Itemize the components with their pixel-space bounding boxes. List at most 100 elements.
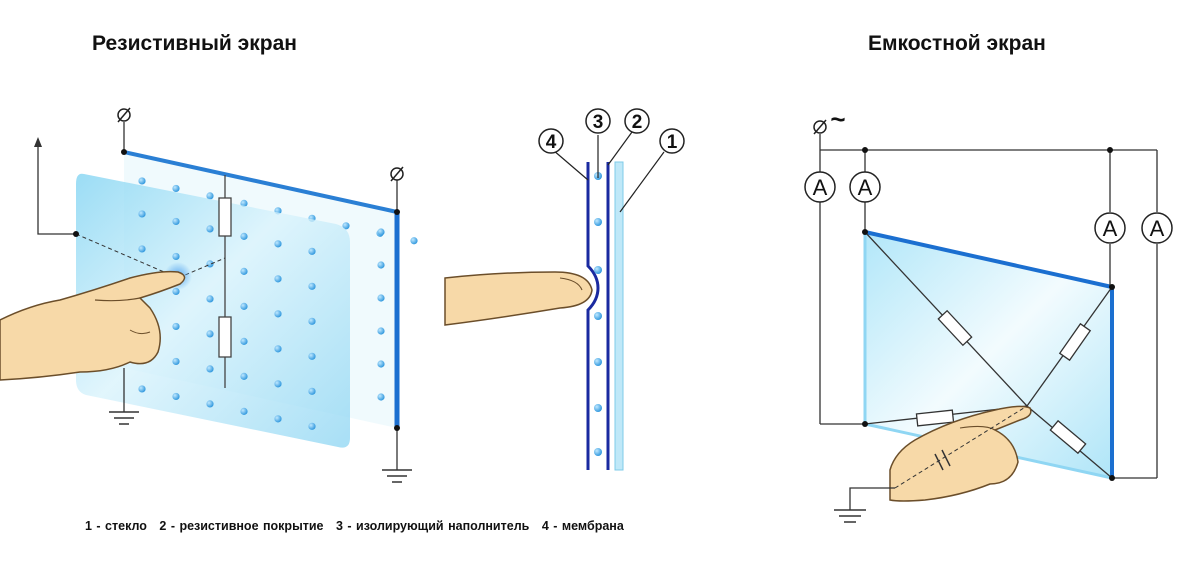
spacer-dot [274, 240, 282, 248]
ac-symbol: ~ [830, 104, 845, 134]
capacitive-screen-title: Емкостной экран [868, 32, 1046, 55]
leader-line-4 [552, 149, 589, 181]
spacer-dot [410, 237, 418, 245]
ammeter-3: A [1094, 212, 1126, 244]
front-panel [76, 173, 350, 448]
spacer-dot [206, 330, 214, 338]
hand-knuckle-line [129, 329, 151, 335]
glass-layer [614, 161, 624, 471]
finger-icon [444, 271, 593, 326]
spacer-dot [172, 252, 180, 261]
layer-number-4: 4 [538, 128, 564, 154]
filler-dots [594, 172, 602, 456]
junction-dot [862, 147, 868, 153]
hand-dashed-line [894, 405, 1028, 489]
svg-text:A: A [858, 175, 873, 200]
panel-top-edge [864, 230, 1113, 289]
layer-legend: 1 - стекло 2 - резистивное покрытие 3 - … [85, 519, 632, 533]
layer-number-2: 2 [624, 108, 650, 134]
spacer-dot [240, 267, 248, 275]
output-wire [37, 142, 76, 235]
spacer-dot [240, 232, 248, 240]
spacer-dot [308, 422, 316, 430]
spacer-dot [172, 322, 180, 331]
spacer-dot [594, 218, 602, 226]
legend-item-insulating-filler: 3 - изолирующий наполнитель [335, 519, 530, 533]
spacer-dot [240, 372, 248, 380]
svg-text:A: A [813, 175, 828, 200]
svg-text:1: 1 [667, 132, 678, 153]
svg-text:2: 2 [632, 112, 643, 133]
ground-icon [834, 509, 866, 523]
capacitor-icon [934, 449, 951, 471]
spacer-dot [206, 295, 214, 303]
junction-dot [1107, 147, 1113, 153]
spacer-dot [240, 199, 248, 207]
spacer-dot [240, 407, 248, 415]
spacer-dot [594, 266, 602, 274]
spacer-dot [342, 222, 350, 230]
spacer-dot [172, 217, 180, 226]
spacer-dot [172, 184, 180, 193]
ground-icon [382, 469, 412, 483]
spacer-dot [274, 415, 282, 423]
spacer-dot [594, 312, 602, 320]
resistive-screen-title: Резистивный экран [92, 32, 297, 55]
leader-line-2 [607, 131, 633, 166]
spacer-dot [274, 345, 282, 353]
fingernail-line [559, 277, 583, 291]
spacer-dot [240, 337, 248, 345]
resistor-bottom [218, 316, 232, 358]
spacer-dot [138, 177, 146, 185]
spacer-dot [206, 225, 214, 233]
spacer-dot [377, 360, 385, 368]
resistive-screen-diagram [0, 107, 418, 483]
spacer-dot [138, 245, 146, 253]
resistor-icon [1049, 419, 1087, 455]
junction-dot [862, 421, 868, 427]
spacer-dot [377, 261, 385, 269]
spacer-dot [377, 228, 385, 236]
terminal-slash [117, 107, 131, 123]
spacer-dot [594, 358, 602, 366]
spacer-dot [274, 275, 282, 283]
junction-dot [121, 149, 127, 155]
layer-number-3: 3 [585, 108, 611, 134]
spacer-dot [206, 365, 214, 373]
spacer-dots-back [138, 177, 418, 401]
spacer-dot [274, 380, 282, 388]
spacer-dot [594, 404, 602, 412]
svg-text:3: 3 [593, 112, 604, 133]
ground-icon [109, 411, 139, 425]
junction-dot [862, 229, 868, 235]
spacer-dot [172, 357, 180, 366]
ammeter-2: A [849, 171, 881, 203]
legend-item-membrane: 4 - мембрана [541, 519, 624, 533]
legend-item-glass: 1 - стекло [85, 519, 147, 533]
output-arrow-icon [34, 137, 42, 147]
legend-item-resistive-coating: 2 - резистивное покрытие [159, 519, 324, 533]
spacer-dot [594, 448, 602, 456]
capacitive-screen-diagram: ~ A A A A [804, 104, 1173, 523]
svg-text:A: A [1150, 216, 1165, 241]
spacer-dot [377, 393, 385, 401]
spacer-dot [308, 282, 316, 290]
terminal-slash [813, 119, 827, 135]
spacer-dot [138, 210, 146, 218]
ammeter-4: A [1141, 212, 1173, 244]
spacer-dot [308, 317, 316, 325]
hand-finger-line [94, 297, 141, 302]
spacer-dot [274, 310, 282, 318]
junction-dot [73, 231, 79, 237]
leader-line-1 [619, 151, 665, 213]
layer-number-1: 1 [659, 128, 685, 154]
resistor-icon [915, 409, 955, 427]
spacer-dot [377, 294, 385, 302]
spacer-dot [308, 387, 316, 395]
membrane-layer [586, 162, 600, 470]
svg-text:4: 4 [546, 132, 557, 153]
spacer-dot [308, 247, 316, 255]
junction-dot [394, 209, 400, 215]
junction-dot [394, 425, 400, 431]
